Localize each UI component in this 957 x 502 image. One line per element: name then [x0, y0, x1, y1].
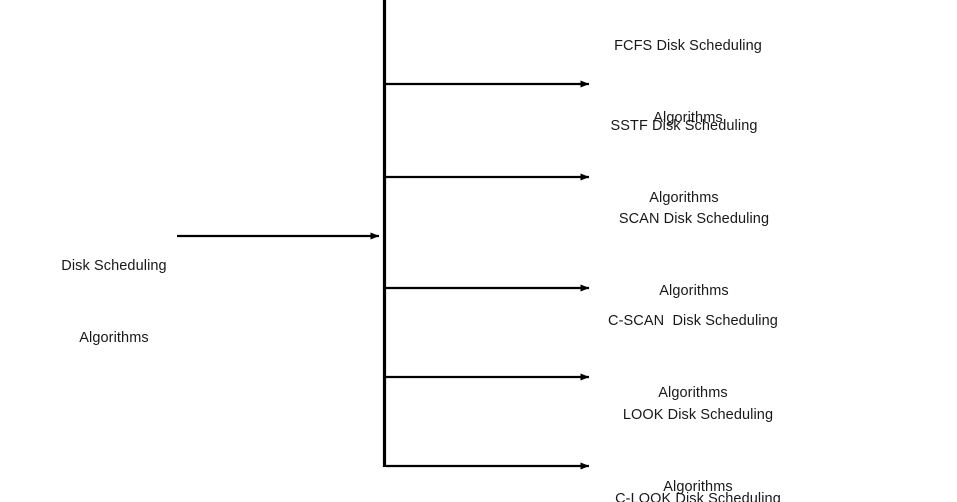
node-label-look: LOOK Disk Scheduling Algorithms	[548, 355, 848, 502]
node-label-clook: C-LOOK Disk Scheduling Algorithms	[548, 439, 848, 502]
node-label-cscan-line1: C-SCAN Disk Scheduling	[608, 313, 778, 329]
node-label-sstf-line2: Algorithms	[649, 190, 719, 206]
node-label-look-line2: Algorithms	[663, 479, 733, 495]
node-label-scan: SCAN Disk Scheduling Algorithms	[544, 159, 844, 351]
node-label-cscan-line2: Algorithms	[658, 385, 728, 401]
node-label-fcfs-line2: Algorithms	[653, 110, 723, 126]
node-label-sstf-line1: SSTF Disk Scheduling	[610, 118, 758, 134]
node-label-root: Disk Scheduling Algorithms	[38, 206, 190, 398]
node-label-fcfs: FCFS Disk Scheduling Algorithms	[538, 0, 838, 178]
node-label-look-line1: LOOK Disk Scheduling	[622, 407, 774, 423]
node-label-scan-line2: Algorithms	[659, 283, 729, 299]
node-label-clook-line1: C-LOOK Disk Scheduling	[615, 491, 781, 502]
node-label-root-line2: Algorithms	[79, 330, 149, 346]
node-label-sstf: SSTF Disk Scheduling Algorithms	[534, 66, 834, 258]
node-label-cscan: C-SCAN Disk Scheduling Algorithms	[543, 261, 843, 453]
node-label-fcfs-line1: FCFS Disk Scheduling	[614, 38, 762, 54]
node-label-root-line1: Disk Scheduling	[61, 258, 167, 274]
node-label-scan-line1: SCAN Disk Scheduling	[618, 211, 770, 227]
